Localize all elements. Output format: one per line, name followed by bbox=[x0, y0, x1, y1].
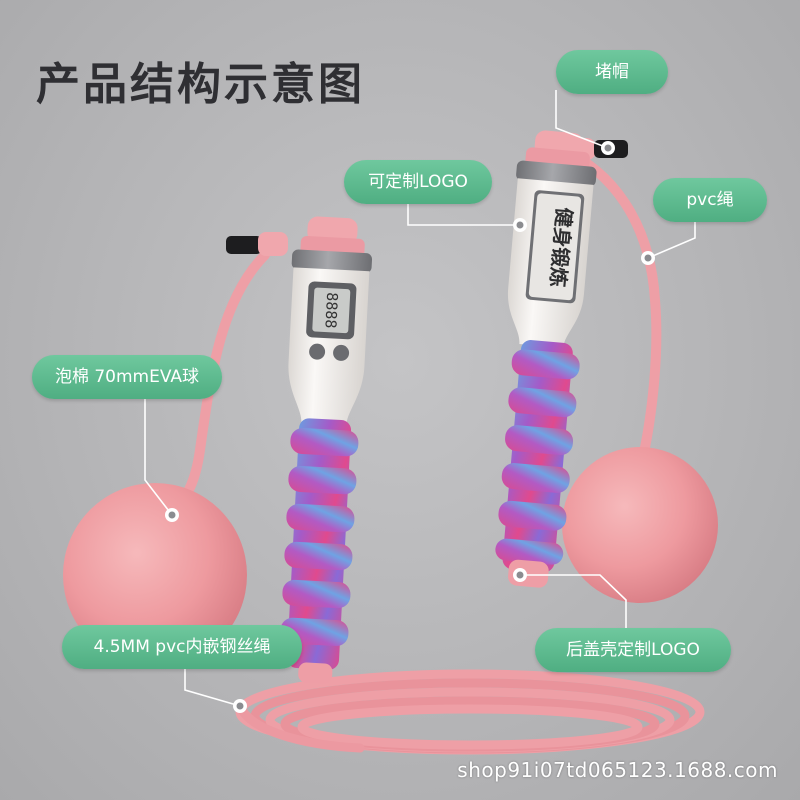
label-end-cap: 堵帽 bbox=[556, 50, 668, 94]
label-back-cover: 后盖壳定制LOGO bbox=[535, 628, 731, 672]
watermark: shop91i07td065123.1688.com bbox=[457, 758, 778, 782]
reset-button bbox=[333, 344, 350, 361]
leader-lines bbox=[144, 90, 696, 707]
foam-ball-left bbox=[63, 483, 247, 667]
label-foam-ball: 泡棉 70mmEVA球 bbox=[32, 355, 222, 399]
handle-left: 8888 bbox=[280, 216, 373, 684]
leader-dots bbox=[165, 141, 655, 713]
foam-ball-right bbox=[562, 447, 718, 603]
lcd-digits-left: 8888 bbox=[321, 292, 341, 329]
page-title: 产品结构示意图 bbox=[36, 59, 365, 110]
end-cap-left bbox=[226, 232, 288, 256]
handle-right: 健身锻炼 bbox=[495, 130, 597, 588]
label-logo: 可定制LOGO bbox=[344, 160, 492, 204]
mode-button bbox=[309, 343, 326, 360]
coiled-rope bbox=[235, 669, 705, 755]
label-steel-rope: 4.5MM pvc内嵌钢丝绳 bbox=[62, 625, 302, 669]
right-rope bbox=[557, 145, 662, 475]
label-pvc-rope: pvc绳 bbox=[653, 178, 767, 222]
